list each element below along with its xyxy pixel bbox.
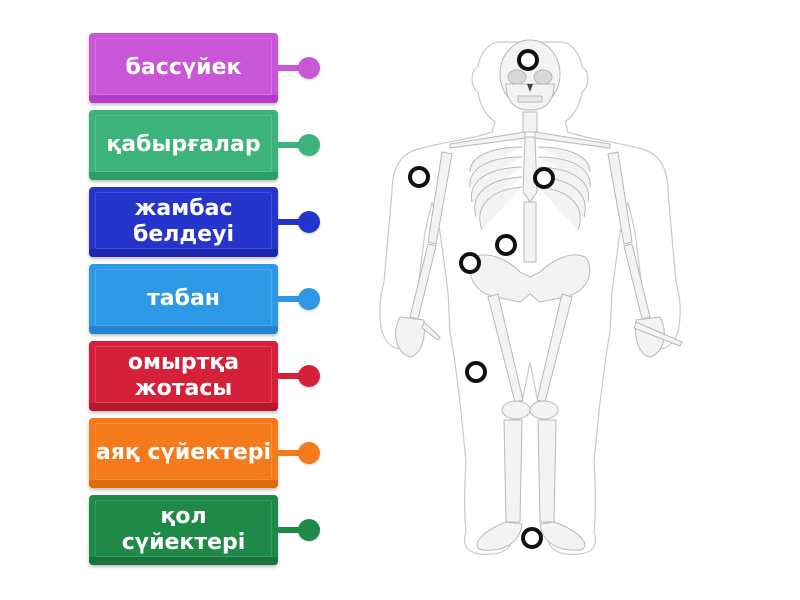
button-edge bbox=[89, 403, 278, 411]
label-text: қабырғалар bbox=[106, 132, 261, 157]
ribs-target[interactable] bbox=[533, 167, 555, 189]
button-face bbox=[95, 38, 272, 95]
button-face bbox=[95, 423, 272, 480]
label-text: табан bbox=[146, 286, 220, 311]
button-face bbox=[95, 192, 272, 249]
label-spine[interactable]: омыртқа жотасы bbox=[89, 341, 278, 411]
label-text: омыртқа жотасы bbox=[127, 350, 240, 401]
connector-line bbox=[277, 219, 303, 225]
label-text: аяқ сүйектері bbox=[95, 440, 272, 465]
humerus-target[interactable] bbox=[408, 166, 430, 188]
foot-target[interactable] bbox=[521, 527, 543, 549]
button-face bbox=[95, 346, 272, 403]
connector-line bbox=[277, 373, 303, 379]
pelvis-target[interactable] bbox=[459, 252, 481, 274]
connector-line bbox=[277, 527, 303, 533]
button-edge bbox=[89, 480, 278, 488]
pin-dot[interactable] bbox=[298, 288, 320, 310]
button-edge bbox=[89, 249, 278, 257]
pin-dot[interactable] bbox=[298, 519, 320, 541]
button-edge bbox=[89, 95, 278, 103]
button-edge bbox=[89, 557, 278, 565]
pin-dot[interactable] bbox=[298, 442, 320, 464]
connector-line bbox=[277, 65, 303, 71]
connector-line bbox=[277, 142, 303, 148]
pin-dot[interactable] bbox=[298, 365, 320, 387]
label-pelvis[interactable]: жамбас белдеуі bbox=[89, 187, 278, 257]
label-ribs[interactable]: қабырғалар bbox=[89, 110, 278, 180]
skull-target[interactable] bbox=[517, 49, 539, 71]
skeleton-icon bbox=[379, 39, 683, 555]
pin-dot[interactable] bbox=[298, 211, 320, 233]
button-face bbox=[95, 269, 272, 326]
label-skull[interactable]: бассүйек bbox=[89, 33, 278, 103]
connector-line bbox=[277, 450, 303, 456]
label-foot[interactable]: табан bbox=[89, 264, 278, 334]
pin-dot[interactable] bbox=[298, 134, 320, 156]
label-text: бассүйек bbox=[125, 55, 242, 80]
label-text: қол сүйектері bbox=[121, 504, 246, 555]
button-face bbox=[95, 115, 272, 172]
button-edge bbox=[89, 172, 278, 180]
button-edge bbox=[89, 326, 278, 334]
label-text: жамбас белдеуі bbox=[133, 196, 234, 247]
button-face bbox=[95, 500, 272, 557]
spine-target[interactable] bbox=[495, 234, 517, 256]
skeleton-image bbox=[370, 32, 700, 562]
label-leg-bones[interactable]: аяқ сүйектері bbox=[89, 418, 278, 488]
femur-target[interactable] bbox=[465, 361, 487, 383]
label-arm-bones[interactable]: қол сүйектері bbox=[89, 495, 278, 565]
pin-dot[interactable] bbox=[298, 57, 320, 79]
connector-line bbox=[277, 296, 303, 302]
